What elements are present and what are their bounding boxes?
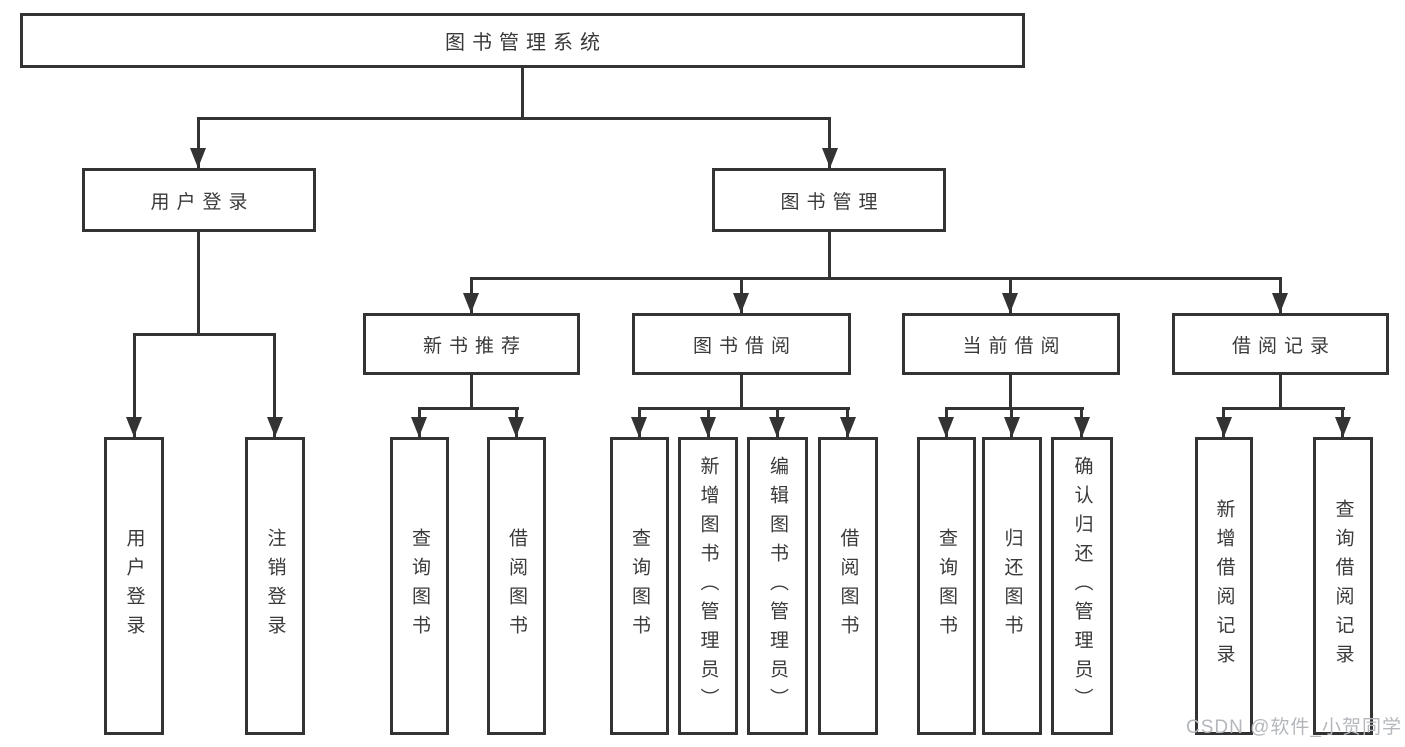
arrow-down-icon [1002,293,1018,313]
watermark: CSDN @软件_小贺同学 [1186,717,1402,738]
node-new-book-recommend-label: 新书推荐 [422,335,527,357]
leaf-edit-book-admin: 编辑图书（管理员） [747,437,808,735]
arrow-down-icon [631,417,647,437]
arrow-down-icon [700,417,716,437]
arrow-down-icon [190,148,206,168]
node-book-borrowing-label: 图书借阅 [692,335,797,357]
node-book-borrowing: 图书借阅 [632,313,851,375]
connector-line [273,333,276,437]
leaf-add-book-admin-label: 新增图书（管理员） [697,455,719,717]
node-user-login-label: 用户登录 [150,191,255,213]
leaf-logout: 注销登录 [245,437,305,735]
connector-line [828,232,831,280]
connector-line [197,117,200,168]
node-current-borrowing-label: 当前借阅 [962,335,1067,357]
leaf-borrow-books: 借阅图书 [818,437,878,735]
leaf-add-borrow-record-label: 新增借阅记录 [1213,499,1235,673]
connector-line [740,375,743,410]
arrow-down-icon [126,417,142,437]
leaf-add-borrow-record: 新增借阅记录 [1195,437,1253,735]
connector-line [470,277,1282,280]
leaf-confirm-return-admin-label: 确认归还（管理员） [1071,455,1093,717]
connector-line [521,68,524,117]
leaf-query-borrow-record: 查询借阅记录 [1313,437,1373,735]
leaf-borrow-books-recommend-label: 借阅图书 [506,528,527,644]
connector-line [945,407,1084,410]
leaf-query-books-current-label: 查询图书 [936,528,957,644]
connector-line [197,117,831,120]
leaf-query-books-borrowing: 查询图书 [610,437,669,735]
arrow-down-icon [463,293,479,313]
arrow-down-icon [1272,293,1288,313]
connector-line [418,407,519,410]
connector-line [197,232,200,336]
connector-line [133,333,276,336]
leaf-return-book-label: 归还图书 [1001,528,1023,644]
leaf-confirm-return-admin: 确认归还（管理员） [1051,437,1113,735]
connector-line [1222,407,1345,410]
leaf-query-books-borrowing-label: 查询图书 [629,528,650,644]
leaf-borrow-books-recommend: 借阅图书 [487,437,546,735]
node-borrowing-records: 借阅记录 [1172,313,1389,375]
leaf-user-login-label: 用户登录 [123,528,145,644]
arrow-down-icon [840,417,856,437]
arrow-down-icon [1216,417,1232,437]
leaf-user-login: 用户登录 [104,437,164,735]
leaf-edit-book-admin-label: 编辑图书（管理员） [767,455,788,717]
arrow-down-icon [1004,417,1020,437]
node-book-management: 图书管理 [712,168,946,232]
arrow-down-icon [822,148,838,168]
connector-line [638,407,850,410]
arrow-down-icon [733,293,749,313]
arrow-down-icon [938,417,954,437]
leaf-borrow-books-label: 借阅图书 [837,528,859,644]
leaf-query-books-current: 查询图书 [917,437,976,735]
leaf-return-book: 归还图书 [982,437,1042,735]
arrow-down-icon [769,417,785,437]
leaf-add-book-admin: 新增图书（管理员） [678,437,738,735]
connector-line [470,375,473,410]
leaf-query-borrow-record-label: 查询借阅记录 [1332,499,1354,673]
connector-line [133,333,136,437]
node-current-borrowing: 当前借阅 [902,313,1120,375]
leaf-query-books-recommend-label: 查询图书 [409,528,430,644]
arrow-down-icon [411,417,427,437]
node-new-book-recommend: 新书推荐 [363,313,580,375]
leaf-query-books-recommend: 查询图书 [390,437,449,735]
node-borrowing-records-label: 借阅记录 [1231,335,1336,357]
arrow-down-icon [1335,417,1351,437]
connector-line [1279,375,1282,410]
node-book-management-label: 图书管理 [780,191,885,213]
node-root: 图书管理系统 [20,13,1025,68]
connector-line [828,117,831,168]
arrow-down-icon [508,417,524,437]
connector-line [1009,375,1012,410]
arrow-down-icon [1074,417,1090,437]
node-user-login: 用户登录 [82,168,316,232]
leaf-logout-label: 注销登录 [264,528,286,644]
arrow-down-icon [267,417,283,437]
node-root-label: 图书管理系统 [445,32,607,54]
